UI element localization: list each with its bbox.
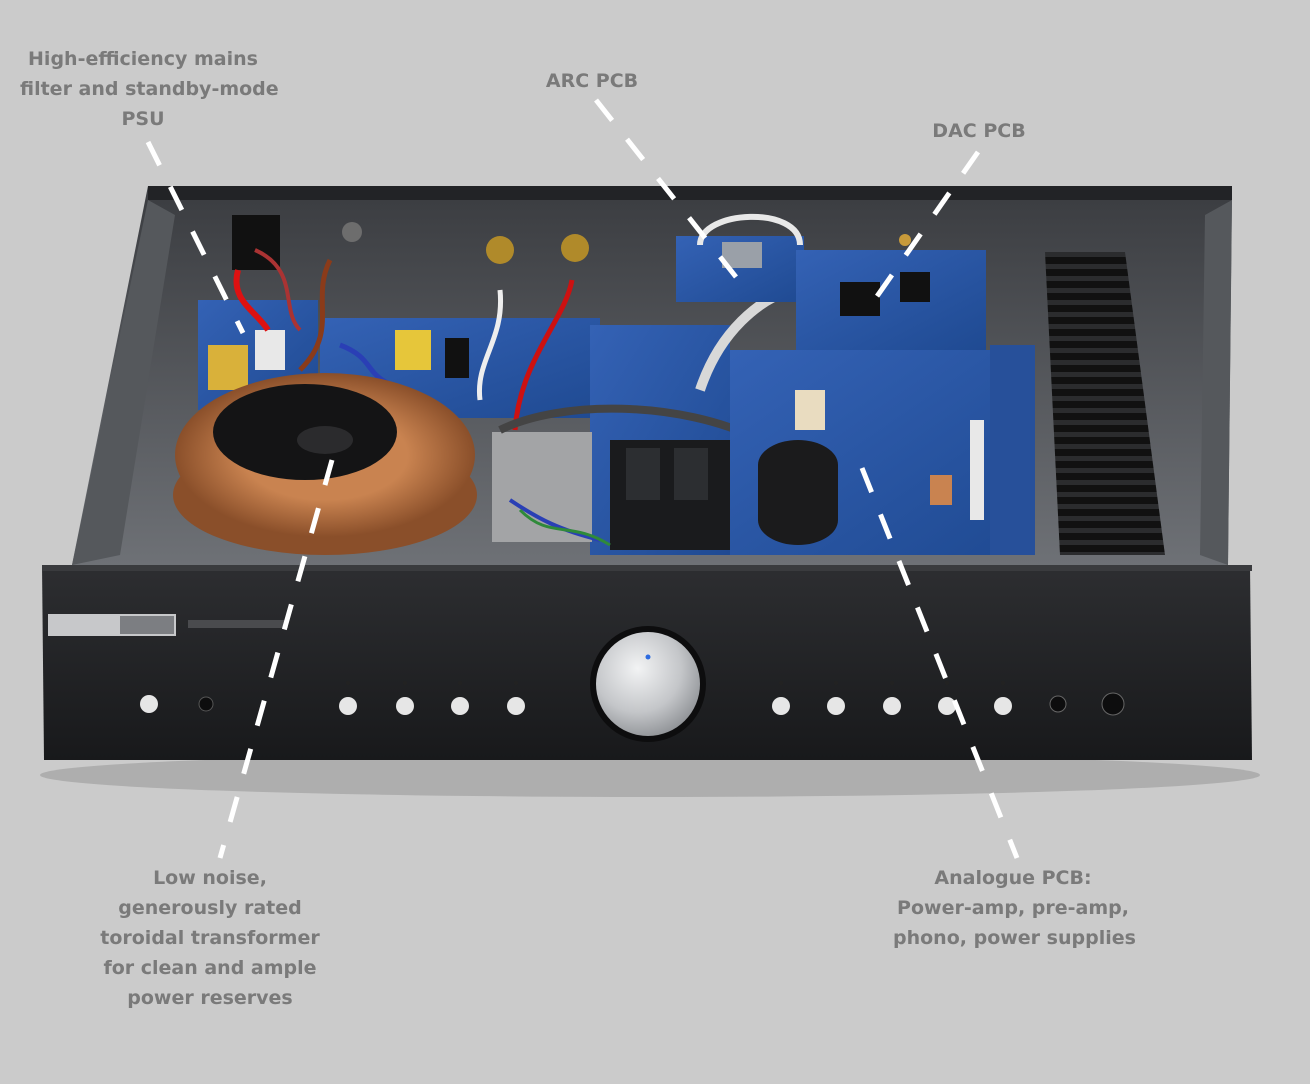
volume-knob bbox=[590, 626, 706, 742]
input-button-3 bbox=[451, 697, 469, 715]
callout-psu-line: High-efficiency mains bbox=[28, 48, 258, 70]
input-button-7 bbox=[883, 697, 901, 715]
callout-psu-line: filter and standby-mode bbox=[20, 78, 279, 100]
main-board bbox=[320, 318, 730, 555]
leader-lines bbox=[145, 98, 1020, 859]
heatsink bbox=[1045, 252, 1165, 555]
input-button-2 bbox=[396, 697, 414, 715]
chassis-left-wall bbox=[72, 200, 175, 565]
callout-toroid-line: toroidal transformer bbox=[100, 927, 320, 949]
callout-dac-pcb: DAC PCB bbox=[924, 116, 1034, 146]
callout-toroid-line: for clean and ample bbox=[103, 957, 317, 979]
callout-toroidal-transformer: Low noise, generously rated toroidal tra… bbox=[100, 863, 320, 1013]
leader-line-toroid bbox=[217, 459, 335, 859]
ir-receiver bbox=[198, 696, 214, 712]
leader-line-dac bbox=[863, 150, 981, 314]
callout-arc-pcb: ARC PCB bbox=[540, 66, 644, 96]
input-button-6 bbox=[827, 697, 845, 715]
toroidal-transformer bbox=[173, 373, 477, 555]
dac-board bbox=[796, 234, 986, 350]
brand-logo bbox=[188, 620, 288, 628]
callout-toroid-line: power reserves bbox=[127, 987, 293, 1009]
input-button-8 bbox=[938, 697, 956, 715]
callout-analogue-pcb: Analogue PCB: Power-amp, pre-amp, phono,… bbox=[893, 863, 1136, 953]
power-button bbox=[140, 695, 158, 713]
leader-line-arc bbox=[594, 98, 738, 279]
input-button-4 bbox=[507, 697, 525, 715]
aux-jack bbox=[1049, 695, 1067, 713]
leader-line-analogue bbox=[859, 467, 1020, 859]
callout-analogue-line: phono, power supplies bbox=[893, 927, 1136, 949]
callout-toroid-line: Low noise, bbox=[153, 867, 267, 889]
chassis-right-wall bbox=[1200, 200, 1232, 565]
headphone-jack bbox=[1101, 692, 1125, 716]
callout-analogue-line: Power-amp, pre-amp, bbox=[897, 897, 1129, 919]
callout-analogue-line: Analogue PCB: bbox=[934, 867, 1092, 889]
chassis-rear-lip bbox=[148, 186, 1232, 200]
input-button-5 bbox=[772, 697, 790, 715]
rca-sockets bbox=[342, 222, 589, 264]
callout-arc-line: ARC PCB bbox=[545, 70, 639, 92]
callout-psu: High-efficiency mains filter and standby… bbox=[20, 44, 279, 134]
callout-toroid-line: generously rated bbox=[118, 897, 302, 919]
leader-line-psu bbox=[145, 140, 246, 335]
callout-dac-line: DAC PCB bbox=[932, 120, 1026, 142]
input-button-1 bbox=[339, 697, 357, 715]
input-button-9 bbox=[994, 697, 1012, 715]
chassis-shadow bbox=[40, 753, 1260, 797]
filter-capacitors bbox=[758, 440, 838, 545]
indicator-leds bbox=[346, 681, 1005, 685]
psu-board bbox=[198, 215, 318, 410]
front-buttons bbox=[140, 681, 1125, 716]
callout-psu-line: PSU bbox=[121, 108, 165, 130]
